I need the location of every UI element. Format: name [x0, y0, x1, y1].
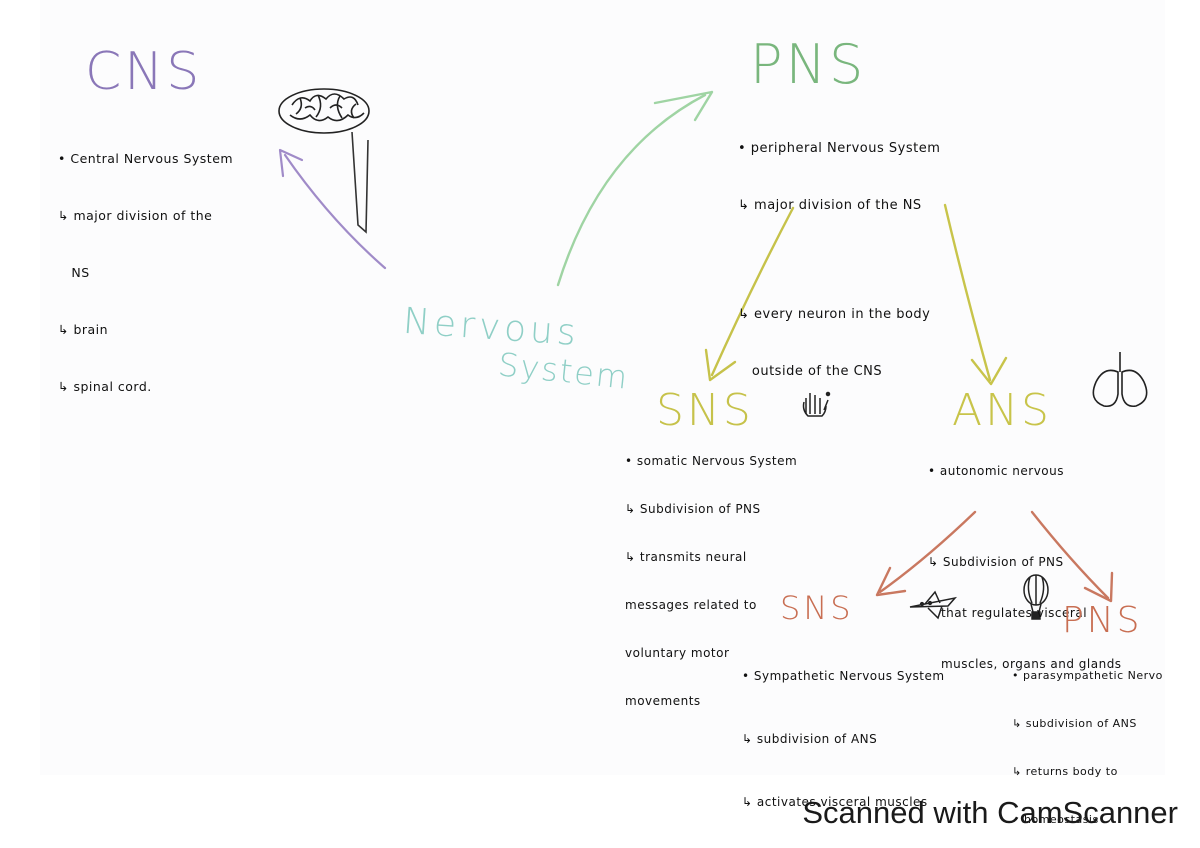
pns-title: PNS [750, 33, 867, 96]
parasympathetic-title: PNS [1062, 600, 1143, 641]
ans-title: ANS [952, 385, 1052, 436]
pns-note-5: outside of the CNS [738, 364, 883, 379]
sns-notes: • somatic Nervous System ↳ Subdivision o… [625, 421, 797, 725]
arrow-pns-to-ans [943, 203, 1008, 386]
arrow-ans-to-sympathetic [875, 510, 977, 597]
cns-note-3: NS [58, 265, 90, 280]
cns-note-5: ↳ spinal cord. [58, 379, 152, 394]
scanned-page [40, 0, 1165, 775]
parasympathetic-note-4: homeostasis [1012, 813, 1099, 826]
hot-air-balloon-icon [1023, 574, 1049, 620]
sns-note-2: ↳ Subdivision of PNS [625, 502, 761, 516]
camscanner-watermark: Scanned with CamScanner [802, 795, 1178, 830]
pns-note-2: ↳ major division of the NS [738, 198, 922, 213]
arrow-center-to-cns [278, 148, 387, 270]
ans-note-5: muscles, organs and glands [928, 657, 1122, 671]
hand-icon [802, 391, 831, 417]
pns-note-1: • peripheral Nervous System [738, 141, 941, 156]
parasympathetic-notes: • parasympathetic Nervous S ↳ subdivisio… [1012, 636, 1162, 844]
airplane-icon [909, 590, 958, 620]
sympathetic-note-2: ↳ subdivision of ANS [742, 732, 878, 746]
arrow-pns-to-sns [704, 206, 795, 382]
sns-title: SNS [656, 385, 754, 436]
ans-notes: • autonomic nervous ↳ Subdivision of PNS… [928, 429, 1122, 690]
parasympathetic-note-3: ↳ returns body to [1012, 765, 1118, 778]
cns-note-1: • Central Nervous System [58, 151, 234, 166]
sns-note-4: messages related to [625, 598, 757, 612]
cns-note-2: ↳ major division of the [58, 208, 213, 223]
parasympathetic-note-2: ↳ subdivision of ANS [1012, 717, 1137, 730]
brain-icon [278, 88, 370, 134]
sns-note-3: ↳ transmits neural [625, 550, 747, 564]
sympathetic-note-1: • Sympathetic Nervous System [742, 669, 945, 683]
ans-note-1: • autonomic nervous [928, 464, 1065, 478]
ans-note-4: that regulates visceral [928, 606, 1088, 620]
spinal-cord-icon [351, 131, 369, 234]
ans-note-3: ↳ Subdivision of PNS [928, 555, 1064, 569]
cns-note-4: ↳ brain [58, 322, 109, 337]
parasympathetic-note-1: • parasympathetic Nervous S [1012, 669, 1162, 682]
ans-note-2 [928, 514, 1122, 520]
lungs-icon [1092, 352, 1148, 408]
sns-note-5: voluntary motor [625, 646, 730, 660]
pns-notes: • peripheral Nervous System ↳ major divi… [738, 101, 940, 400]
arrow-center-to-pns [556, 90, 714, 287]
cns-notes: • Central Nervous System ↳ major divisio… [58, 111, 233, 415]
cns-title: CNS [85, 42, 203, 102]
arrow-ans-to-parasympathetic [1030, 510, 1114, 603]
sympathetic-notes: • Sympathetic Nervous System ↳ subdivisi… [742, 624, 945, 834]
sns-note-1: • somatic Nervous System [625, 454, 798, 468]
sympathetic-note-3: ↳ activates visceral muscles [742, 795, 928, 809]
sns-note-6: movements [625, 694, 701, 708]
pns-note-3 [738, 253, 940, 267]
pns-note-4: ↳ every neuron in the body [738, 307, 931, 322]
sympathetic-title: SNS [780, 589, 854, 627]
